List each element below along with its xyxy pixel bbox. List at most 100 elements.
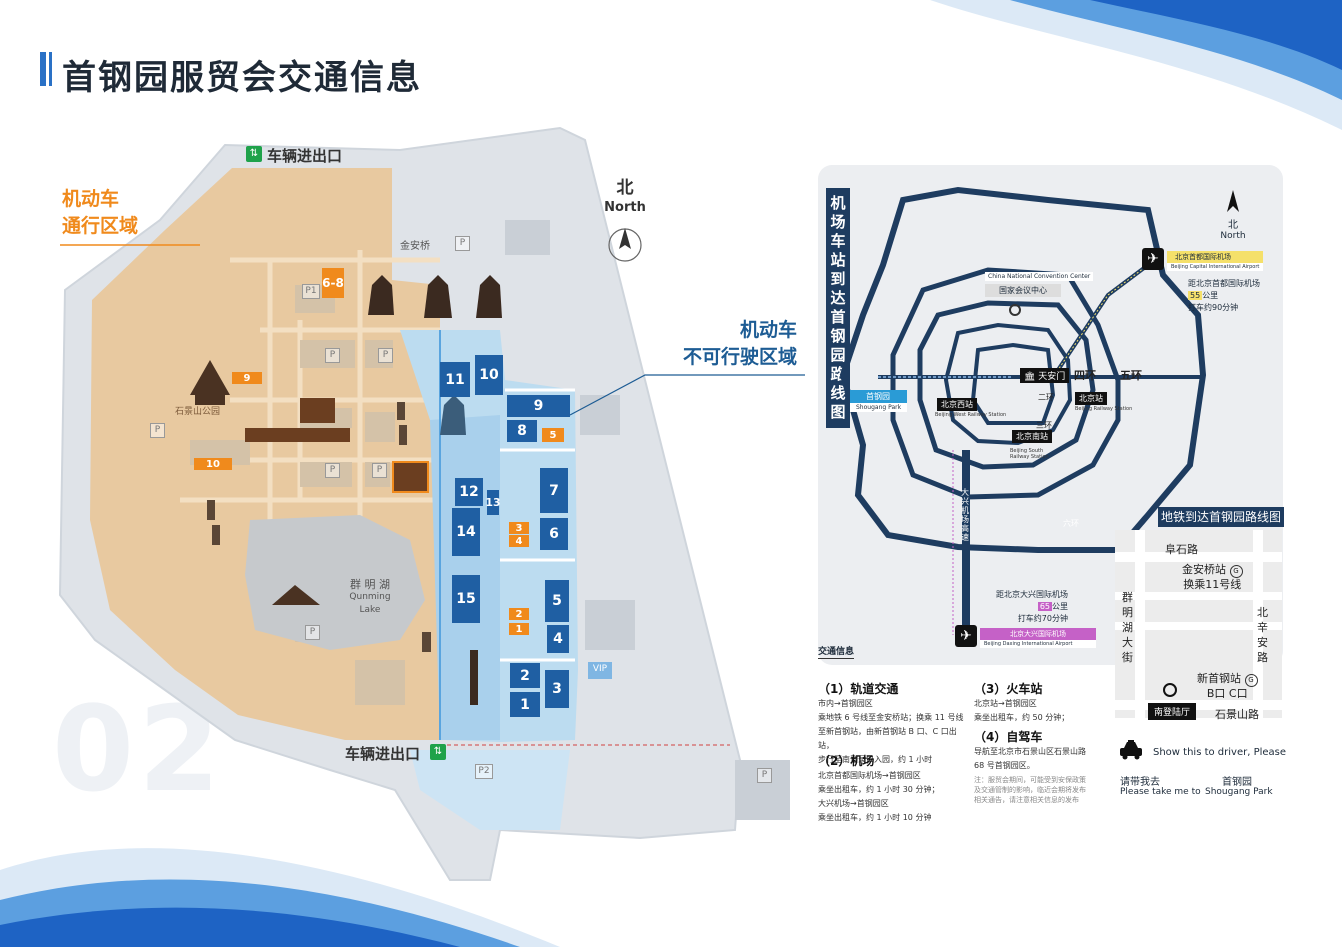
badge-1: 1 [509,623,529,635]
ring-label-6: 六环 [1063,519,1079,528]
title-accent-bar-thin [49,52,52,86]
hall-2[interactable]: 2 [510,663,540,688]
hall-7[interactable]: 7 [540,468,568,513]
hall-4[interactable]: 4 [547,625,569,653]
drive-heading: （4）自驾车 [974,730,1043,744]
hall-1[interactable]: 1 [510,692,540,717]
train-line: 北京站→首钢园区 [974,699,1037,708]
badge-10: 10 [194,458,232,470]
vehicle-zone-label: 机动车 通行区域 [62,186,138,240]
vehicle-exit-bottom-icon: ⇅ [430,744,446,760]
airport-line: 北京首都国际机场→首钢园区 [818,771,921,780]
shijingshan-park-label: 石景山公园 [175,407,221,417]
ring-label-3: 三环 [1036,421,1052,430]
park-north-en: North [604,200,646,215]
metro-nandeng-hall: 南登陆厅 [1148,703,1197,720]
metro-shijingshan-road: 石景山路 [1215,708,1259,721]
hall-12[interactable]: 12 [455,478,483,506]
parking-sign-vip: VIP [588,662,612,679]
taxi-icon [1118,740,1144,760]
parking-sign: P [305,625,320,640]
park-north-cn: 北 [616,178,634,198]
daxing-taxi-time: 打车约70分钟 [1017,614,1068,623]
taxi-dest-en: Shougang Park [1205,787,1273,797]
drive-line: 导航至北京市石景山区石景山路 [974,747,1086,756]
hall-6[interactable]: 6 [540,518,568,550]
ring-label-2: 二环 [1038,393,1054,402]
vehicle-exit-bottom-label: 车辆进出口 [345,745,421,763]
traffic-note: 注：服贸会期间，可能受到安保政策 及交通管制的影响，临近会期将发布 相关通告，请… [974,775,1109,805]
no-vehicle-zone-pointer [569,374,805,416]
hall-13[interactable]: 13 [485,490,501,515]
traffic-section-rail: （1）轨道交通 市内→首钢园区 乘地铁 6 号线至金安桥站；换乘 11 号线 至… [818,680,968,767]
badge-2: 2 [509,608,529,620]
airport-line: 乘坐出租车，约 1 小时 30 分钟； [818,785,940,794]
airplane-icon: ✈ [1142,248,1164,270]
route-north-indicator: 北 North [1218,190,1248,241]
convention-center-cn: 国家会议中心 [985,284,1061,297]
shougang-park-label: 首钢园 Shougang Park [850,390,908,412]
hall-10[interactable]: 10 [475,355,503,395]
parking-sign: P [325,463,340,478]
daxing-distance-prefix: 距北京大兴国际机场 [996,590,1068,599]
jinanqiao-transfer-label: 换乘11号线 [1183,578,1242,591]
park-north-indicator: 北 North [600,178,650,218]
taxi-cn-line: 请带我去 [1120,777,1160,788]
metro-road-grid [1115,530,1282,718]
parking-sign: P [378,348,393,363]
vehicle-zone-label-line2: 通行区域 [62,215,139,237]
metro-station-icon: G [1229,565,1243,578]
station-beijing-west-en: Beijing West Railway Station [935,412,1007,418]
xinshougang-exit-label: B口 C口 [1206,687,1248,700]
parking-sign-p1: P1 [302,284,320,299]
badge-4: 4 [509,535,529,547]
train-heading: （3）火车站 [974,682,1043,696]
station-tiananmen: 🏛 天安门 [1020,368,1070,383]
hall-15[interactable]: 15 [452,575,480,623]
daxing-airport-label: 北京大兴国际机场 Beijing Daxing International Ai… [980,628,1096,648]
metro-map-title: 地铁到达首钢园路线图 [1158,507,1284,527]
note-line: 及交通管制的影响，临近会期将发布 [974,786,1086,794]
train-line: 乘坐出租车，约 50 分钟； [974,713,1070,722]
xinshougang-station-label: 新首钢站 [1197,672,1241,685]
shougang-park-cn: 首钢园 [850,390,908,403]
hall-9[interactable]: 9 [507,395,570,417]
qunming-lake-label: 群 明 湖 Qunming Lake [340,578,400,617]
rail-line: 步行至南登录口入园，约 1 小时 [818,755,933,764]
note-line: 相关通告，请注意相关信息的发布 [974,796,1079,804]
badge-5: 5 [542,428,564,442]
hall-5[interactable]: 5 [545,580,569,622]
jinanqiao-station-label: 金安桥站 [1182,563,1226,576]
hall-8[interactable]: 8 [507,420,537,442]
note-line: 注：服贸会期间，可能受到安保政策 [974,776,1086,784]
daxing-distance-unit: 公里 [1052,602,1068,611]
station-beijing-west: 北京西站 [937,398,977,411]
metro-qunminghu-street: 群明湖大街 [1122,591,1133,664]
capital-distance-prefix: 距北京首都国际机场 [1188,279,1260,288]
north-arrow-icon [608,228,642,262]
parking-sign: P [372,463,387,478]
airport-heading: （2）机场 [818,754,875,768]
park-map [58,126,790,881]
pagoda-landmark [190,360,230,405]
no-vehicle-zone-label-line2: 不可行驶区域 [682,346,797,368]
station-beijing-south-en: Beijing South Railway Station [1010,448,1049,460]
taxi-dest-cn: 首钢园 [1222,777,1252,788]
parking-sign: P [150,423,165,438]
no-vehicle-zone-label: 机动车 不可行驶区域 [650,317,797,371]
hall-14[interactable]: 14 [452,508,480,556]
metro-xinshougang: 新首钢站 G B口 C口 [1197,672,1258,701]
vehicle-exit-top-label: 车辆进出口 [267,147,343,165]
capital-airport-en: Beijing Capital International Airport [1167,263,1264,271]
traffic-section-airport: （2）机场 北京首都国际机场→首钢园区 乘坐出租车，约 1 小时 30 分钟； … [818,752,968,825]
station-beijing-south: 北京南站 [1012,430,1052,443]
badge-9: 9 [232,372,262,384]
jinanqiao-label: 金安桥 [400,241,430,252]
page-title: 首钢园服贸会交通信息 [62,58,422,98]
hall-3[interactable]: 3 [545,670,569,708]
hall-11[interactable]: 11 [440,362,470,397]
parking-sign-p2: P2 [475,764,493,779]
